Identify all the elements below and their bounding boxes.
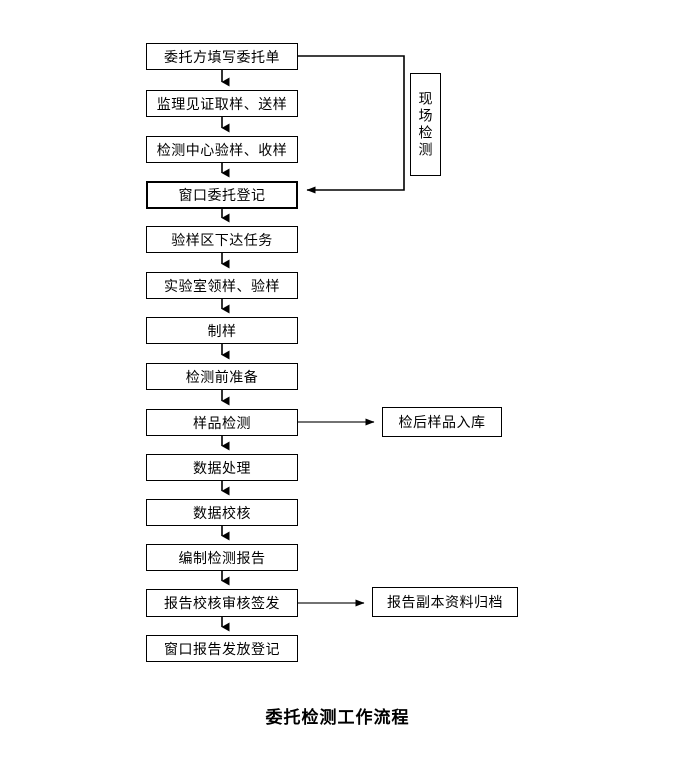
flow-node-entrust-form[interactable]: 委托方填写委托单 (146, 43, 298, 70)
flow-node-window-report-issuance[interactable]: 窗口报告发放登记 (146, 635, 298, 662)
diagram-title: 委托检测工作流程 (265, 708, 410, 727)
flow-node-lab-sample-collection[interactable]: 实验室领样、验样 (146, 272, 298, 299)
flow-node-report-copy-archive[interactable]: 报告副本资料归档 (372, 587, 518, 617)
flow-node-post-test-sample-storage[interactable]: 检后样品入库 (382, 407, 502, 437)
flow-node-task-assignment[interactable]: 验样区下达任务 (146, 226, 298, 253)
connector-onsite-feedback (298, 55, 405, 194)
flow-node-supervision-sampling[interactable]: 监理见证取样、送样 (146, 90, 298, 117)
flow-node-sample-preparation[interactable]: 制样 (146, 317, 298, 344)
flow-node-sample-testing[interactable]: 样品检测 (146, 409, 298, 436)
flow-node-data-processing[interactable]: 数据处理 (146, 454, 298, 481)
flow-node-window-registration[interactable]: 窗口委托登记 (146, 181, 298, 209)
flow-node-center-inspection-receipt[interactable]: 检测中心验样、收样 (146, 136, 298, 163)
flow-node-onsite-testing[interactable]: 现场检测 (410, 73, 441, 176)
flow-node-report-review-signoff[interactable]: 报告校核审核签发 (146, 589, 298, 617)
flow-node-pretest-preparation[interactable]: 检测前准备 (146, 363, 298, 390)
flow-node-report-compilation[interactable]: 编制检测报告 (146, 544, 298, 571)
flow-node-data-verification[interactable]: 数据校核 (146, 499, 298, 526)
